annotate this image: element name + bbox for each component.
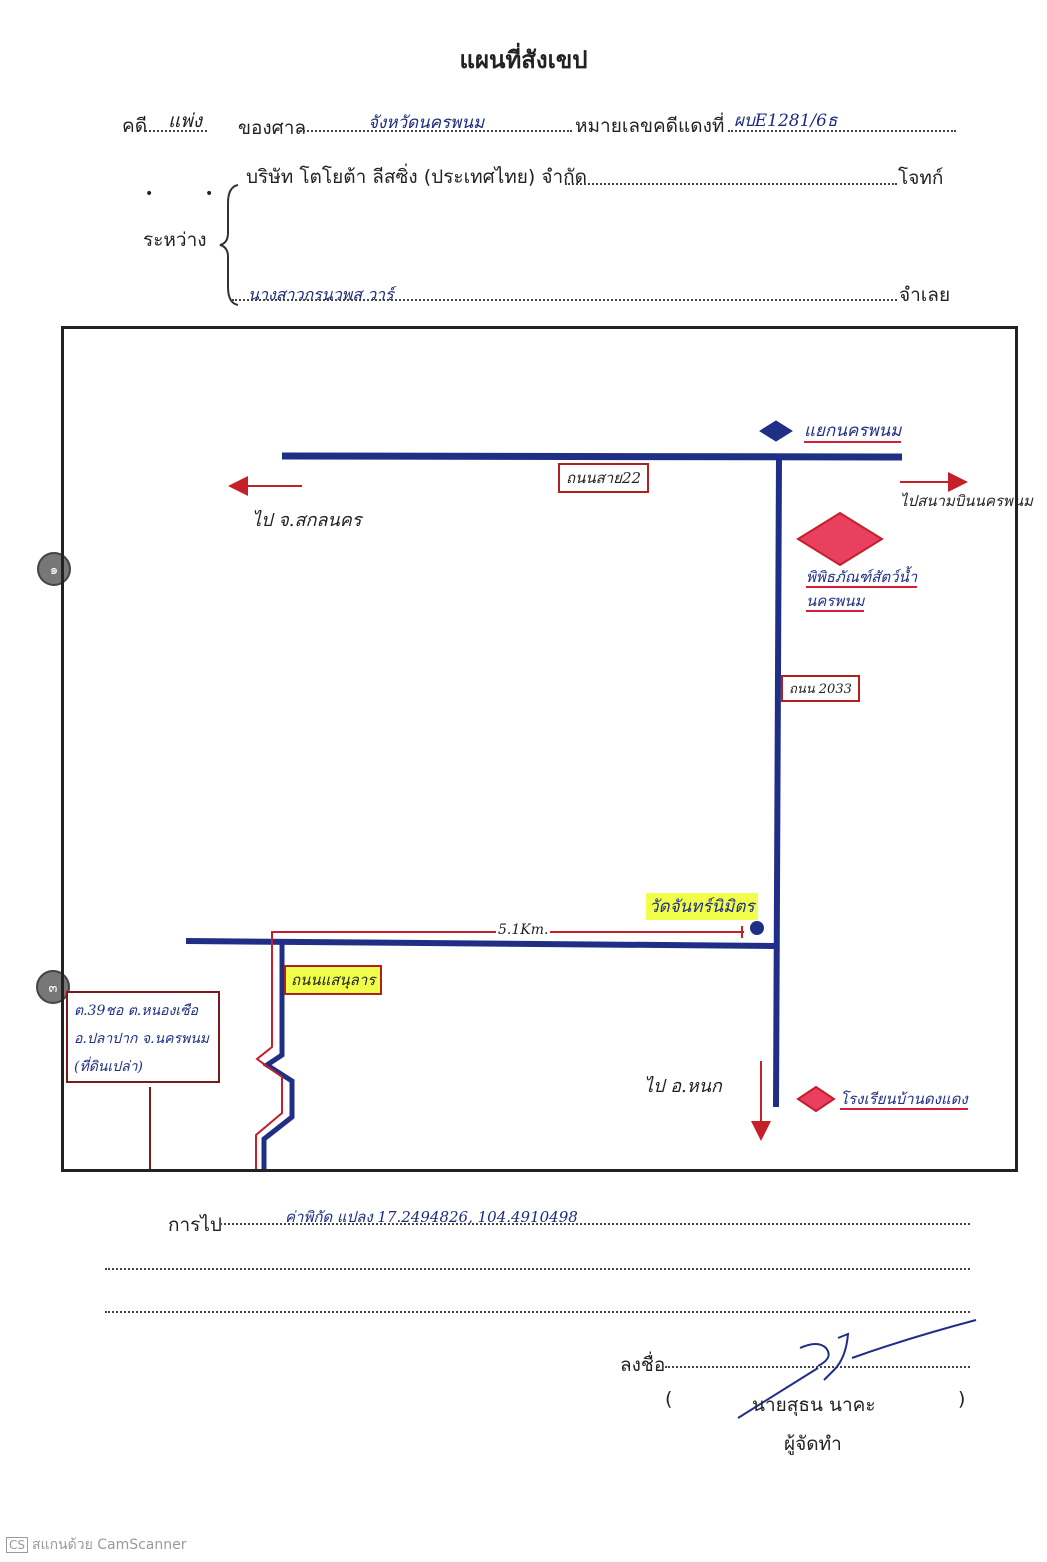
route-dots-2	[105, 1268, 970, 1270]
top-junction-label: แยกนครพนม	[804, 421, 902, 443]
margin-mark: ๓	[36, 970, 70, 1004]
signature-label: ลงชื่อ	[620, 1354, 666, 1376]
defendant-dots	[232, 299, 897, 301]
route-label: การไป	[168, 1214, 222, 1236]
court-dots	[300, 130, 572, 132]
case-no-value: ผบE1281/6ธ	[734, 111, 838, 131]
address-line2: อ.ปลาปาก จ.นครพนม	[74, 1031, 209, 1047]
to-left-label: ไป จ.สกลนคร	[252, 510, 362, 531]
museum-label-line1: พิพิธภัณฑ์สัตว์น้ำ	[806, 568, 918, 588]
museum-label: พิพิธภัณฑ์สัตว์น้ำ นครพนม	[806, 565, 918, 613]
distance-label: 5.1Km.	[496, 922, 551, 938]
case-no-dots	[728, 130, 956, 132]
route-dots-3	[105, 1311, 970, 1313]
case-label: คดี	[122, 115, 148, 137]
plaintiff-role: โจทก์	[898, 167, 944, 189]
signature-open-paren: (	[665, 1388, 673, 1410]
case-no-label: หมายเลขคดีแดงที่	[575, 115, 725, 137]
case-type-dots	[145, 130, 207, 132]
address-box: ต.39ชอ ต.หนองเซือ อ.ปลาปาก จ.นครพนม (ที่…	[66, 991, 220, 1083]
signature-name: นายสุธน นาคะ	[752, 1394, 876, 1416]
top-junction-marker	[759, 420, 793, 442]
road-right-label: ถนน 2033	[781, 675, 860, 702]
route-dots-1	[220, 1223, 970, 1225]
map-canvas	[149, 420, 968, 1169]
road-lower	[185, 938, 777, 949]
road-top	[281, 452, 903, 461]
address-line3: (ที่ดินเปล่า)	[74, 1059, 143, 1075]
dot-mark: •	[205, 186, 214, 202]
road-top-label: ถนนสาย22	[558, 463, 650, 493]
plaintiff-name: บริษัท โตโยต้า ลีสซิ่ง (ประเทศไทย) จำกัด	[246, 166, 588, 188]
road-small	[261, 943, 295, 1169]
signature-close-paren: )	[958, 1388, 966, 1410]
margin-mark: ๑	[37, 552, 71, 586]
map-frame: แยกนครพนม ถนนสาย22 ไป จ.สกลนคร ไปสนามบิน…	[61, 326, 1033, 1172]
case-type-value: แพ่ง	[168, 110, 203, 132]
court-name-value: จังหวัดนครพนม	[368, 113, 485, 133]
between-label: ระหว่าง	[143, 229, 207, 251]
handwritten-signature	[737, 1319, 977, 1419]
camscanner-logo: CS	[6, 1537, 28, 1553]
address-line1: ต.39ชอ ต.หนองเซือ	[74, 1003, 198, 1019]
signature-dots	[665, 1366, 970, 1368]
signature-role: ผู้จัดทำ	[784, 1433, 842, 1455]
road-small-label: ถนนแสนุลาร	[284, 965, 383, 995]
to-bottom-label: ไป อ.หนก	[644, 1076, 722, 1097]
temple-label: วัดจันทร์นิมิตร	[646, 893, 758, 920]
document-title: แผนที่สังเขป	[459, 46, 588, 74]
court-label: ของศาล	[238, 117, 307, 139]
museum-label-line2: นครพนม	[806, 592, 865, 612]
watermark-text: สแกนด้วย CamScanner	[32, 1537, 187, 1553]
defendant-role: จำเลย	[899, 284, 951, 306]
route-path	[255, 933, 283, 1169]
dot-mark: •	[145, 186, 154, 202]
route-coords: ค่าพิกัด แปลง 17.2494826, 104.4910498	[285, 1208, 578, 1226]
school-label: โรงเรียนบ้านดงแดง	[840, 1090, 968, 1110]
museum-marker	[796, 511, 884, 567]
to-right-label: ไปสนามบินนครพนม	[900, 492, 1033, 510]
temple-marker	[750, 921, 764, 935]
party-brace	[219, 184, 239, 306]
road-right	[773, 456, 782, 1108]
defendant-name: นางสาวกรนวพส วาร์	[248, 285, 394, 304]
plaintiff-dots	[565, 183, 897, 185]
address-connector	[149, 1087, 151, 1169]
school-marker	[796, 1085, 836, 1113]
